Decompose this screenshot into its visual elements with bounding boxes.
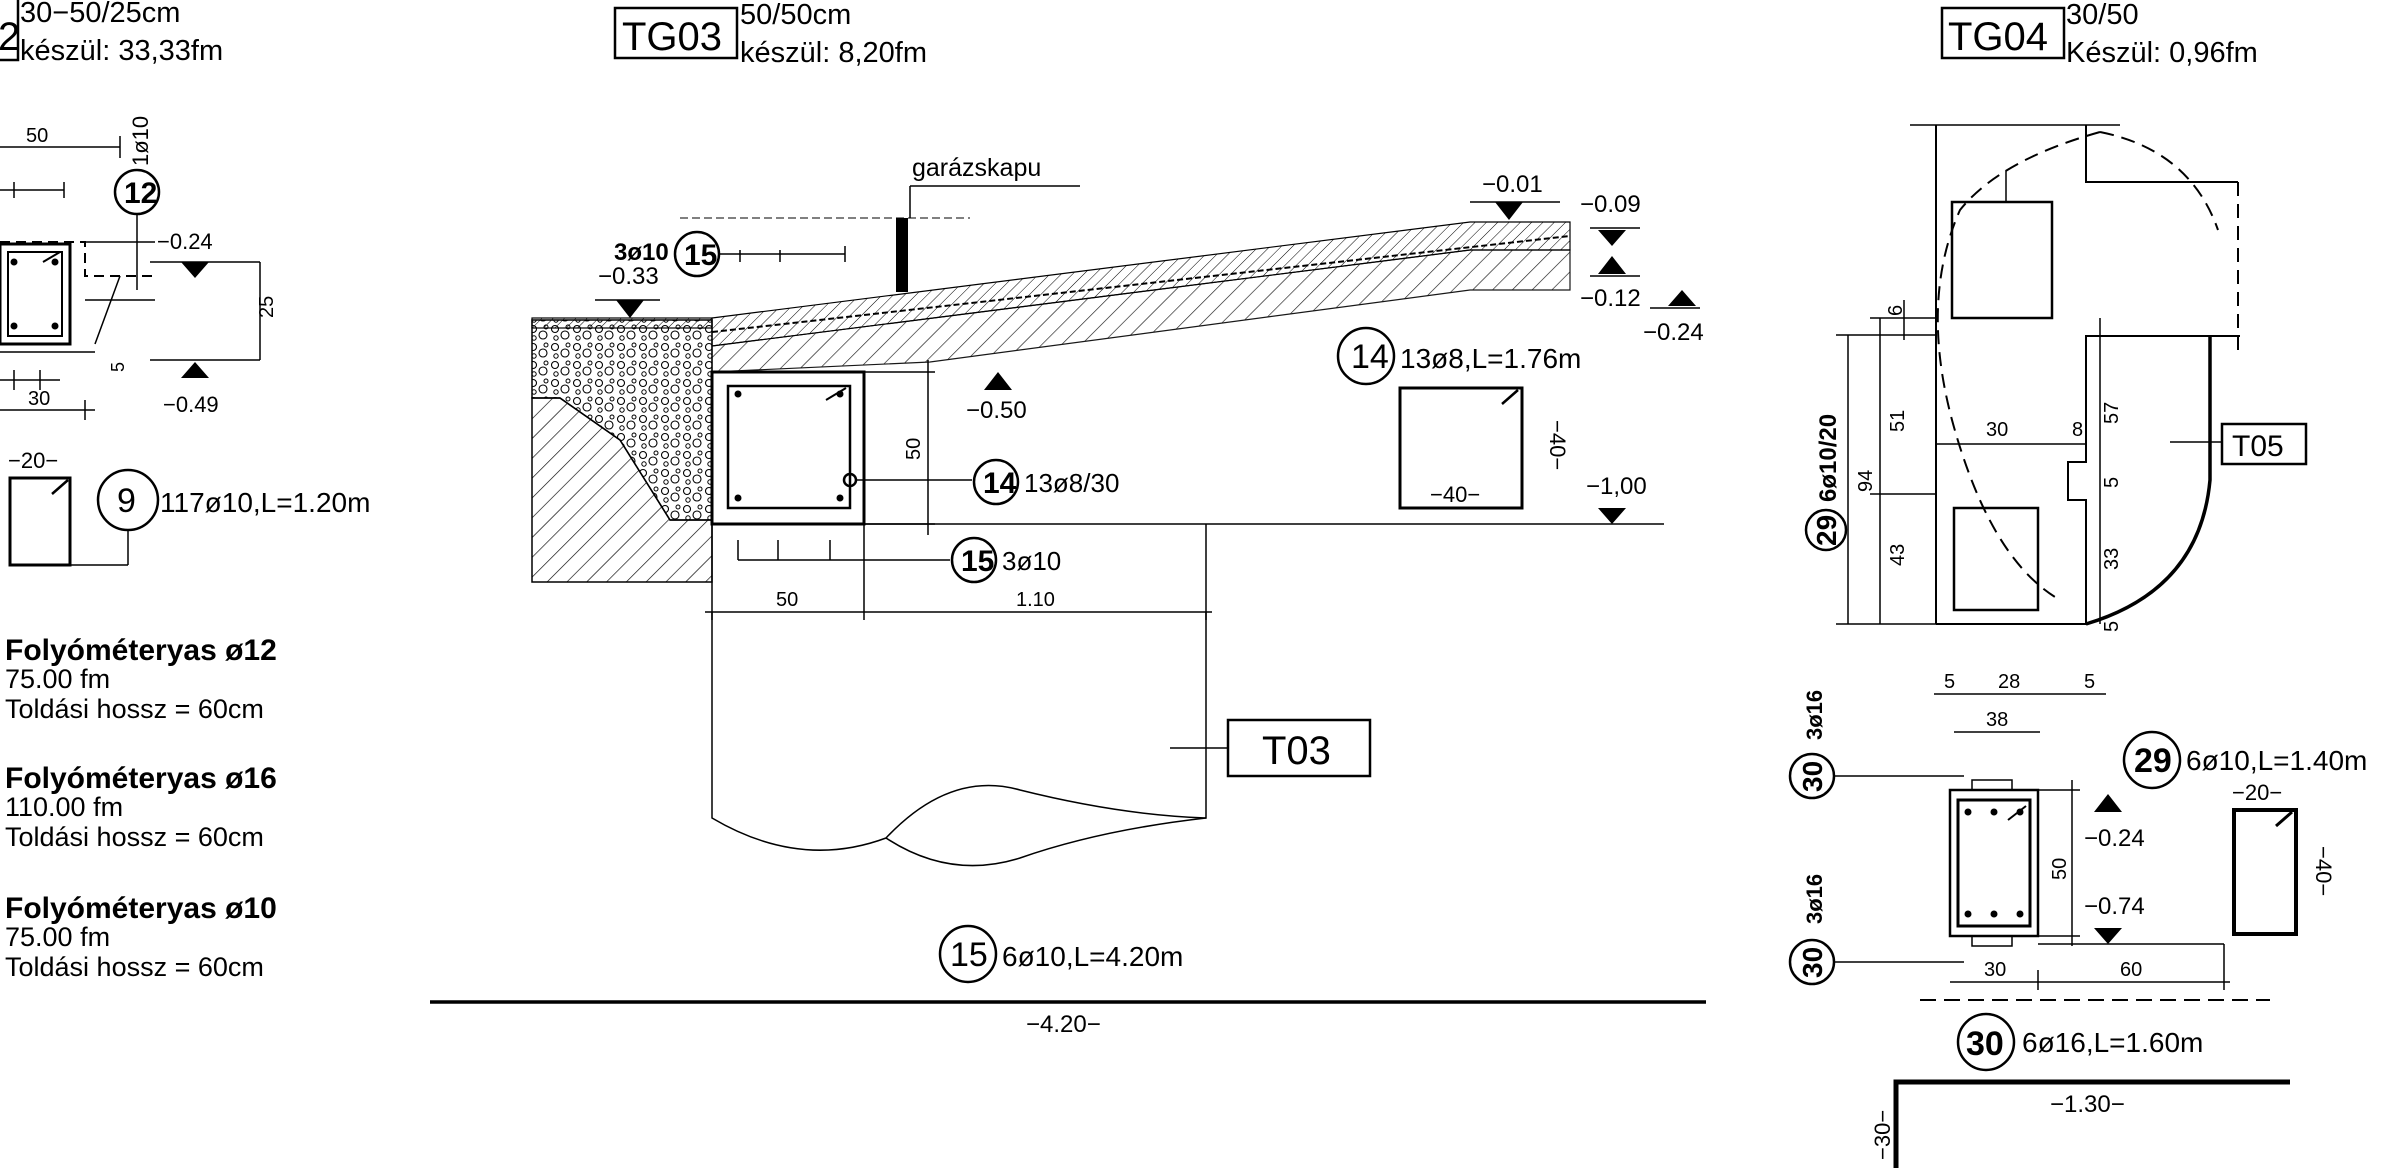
running-title-2: Folyóméteryas ø10 bbox=[5, 892, 277, 925]
bar12-spec: 1ø10 bbox=[128, 116, 153, 166]
tg03-level-m024: −0.24 bbox=[1643, 319, 1704, 346]
tg03-spec: 50/50cm bbox=[740, 0, 851, 31]
tg04-dim-60: 60 bbox=[2120, 959, 2142, 981]
tg04-t05-box bbox=[2220, 422, 2308, 466]
tg04-dim-30b: 30 bbox=[1984, 959, 2006, 981]
tg03-section: TG03 50/50cm készül: 8,20fm garázskapu 5… bbox=[430, 0, 1706, 1038]
left-made: készül: 33,33fm bbox=[20, 35, 223, 67]
bar9-num: 9 bbox=[117, 482, 136, 520]
tg03-bar15-bottom-spec: 3ø10 bbox=[1002, 546, 1061, 576]
tg04-dim-51: 51 bbox=[1887, 410, 1909, 432]
tg04-bar30-hook: −30− bbox=[1870, 1110, 1895, 1160]
tg03-tag-box bbox=[613, 6, 739, 60]
bar12-num: 12 bbox=[124, 177, 157, 210]
tg03-made: készül: 8,20fm bbox=[740, 37, 927, 69]
tg04-bar30-spec-b: 3ø16 bbox=[1802, 874, 1827, 924]
tg04-bar30-num-b: 30 bbox=[1797, 947, 1828, 978]
tg03-level-m001: −0.01 bbox=[1482, 171, 1543, 198]
tg04-bar30-shape-spec: 6ø16,L=1.60m bbox=[2022, 1027, 2203, 1058]
tg04-made: Készül: 0,96fm bbox=[2066, 37, 2258, 69]
tg04-dim-38: 38 bbox=[1986, 709, 2008, 731]
tg03-bar15-num-bottom: 15 bbox=[961, 545, 994, 578]
tg03-pile-tag: T03 bbox=[1262, 729, 1331, 773]
tg04-dim-43: 43 bbox=[1887, 544, 1909, 566]
tg04-tag: TG04 bbox=[1948, 15, 2048, 59]
tg03-beam-outline bbox=[710, 370, 866, 526]
left-dim-30: 30 bbox=[28, 388, 50, 410]
running-qty-1: 110.00 fm bbox=[5, 792, 123, 822]
tg03-gate-label: garázskapu bbox=[912, 154, 1041, 182]
left-dim-h: 25 bbox=[256, 296, 278, 318]
tg03-bar15-shape-spec: 6ø10,L=4.20m bbox=[1002, 941, 1183, 972]
left-title-box bbox=[0, 0, 20, 62]
tg04-dim-94: 94 bbox=[1855, 470, 1877, 492]
tg04-dim-57: 57 bbox=[2101, 402, 2123, 424]
left-dim-small: 5 bbox=[108, 362, 128, 372]
tg04-dim-bottom-2: 5 bbox=[2084, 671, 2095, 693]
running-lap-0: Toldási hossz = 60cm bbox=[5, 694, 264, 724]
tg03-level-m100: −1,00 bbox=[1586, 473, 1647, 500]
tg03-dim-110: 1.10 bbox=[1016, 589, 1055, 611]
tg04-bar29-num-side: 29 bbox=[1811, 515, 1842, 546]
tg04-bar29-num: 29 bbox=[2134, 742, 2172, 780]
running-lap-1: Toldási hossz = 60cm bbox=[5, 822, 264, 852]
tg04-bar30-spec-a: 3ø16 bbox=[1802, 690, 1827, 740]
running-title-1: Folyóméteryas ø16 bbox=[5, 762, 277, 795]
left-dim-top: 50 bbox=[26, 125, 48, 147]
tg04-level-m024: −0.24 bbox=[2084, 825, 2145, 852]
tg04-dim-8: 8 bbox=[2072, 419, 2083, 441]
tg04-dim-30: 30 bbox=[1986, 419, 2008, 441]
tg03-tag: TG03 bbox=[622, 15, 722, 59]
tg03-bar15-num-top: 15 bbox=[684, 239, 717, 272]
left-beam-section: 2 30−50/25cm készül: 33,33fm 50 12 1ø10 … bbox=[0, 0, 370, 982]
tg03-pile-box bbox=[1226, 718, 1372, 778]
tg03-bar14-side-spec: 13ø8/30 bbox=[1024, 468, 1119, 498]
left-title-tag: 2 bbox=[0, 15, 20, 59]
tg03-dim-50-v: 50 bbox=[903, 438, 925, 460]
tg04-section: TG04 30/50 Készül: 0,96fm T05 6 51 94 43 bbox=[1788, 0, 2367, 1168]
left-level-b: −0.49 bbox=[163, 392, 219, 417]
tg04-bar29-side-spec: 6ø10/20 bbox=[1815, 414, 1842, 502]
tg03-bar14-num-side: 14 bbox=[983, 467, 1017, 500]
tg04-stirrup-h: −40− bbox=[2311, 846, 2336, 896]
tg03-dim-50: 50 bbox=[776, 589, 798, 611]
tg03-level-m009: −0.09 bbox=[1580, 191, 1641, 218]
tg03-level-m012: −0.12 bbox=[1580, 285, 1641, 312]
tg03-bar15-top-qty: 3ø10 bbox=[614, 239, 669, 266]
tg04-tag-box bbox=[1940, 6, 2066, 60]
running-lap-2: Toldási hossz = 60cm bbox=[5, 952, 264, 982]
tg04-dim-5a: 5 bbox=[2101, 477, 2123, 488]
running-qty-0: 75.00 fm bbox=[5, 664, 110, 694]
tg03-stirrup-w: −40− bbox=[1430, 482, 1480, 507]
tg03-bar14-spec: 13ø8,L=1.76m bbox=[1400, 343, 1581, 374]
bar9-spec: 117ø10,L=1.20m bbox=[160, 487, 370, 518]
left-stirrup-w: −20− bbox=[8, 448, 58, 473]
tg04-stirrup-w: −20− bbox=[2232, 780, 2282, 805]
tg04-bar30-num-shape: 30 bbox=[1966, 1025, 2004, 1063]
tg03-stirrup-h: −40− bbox=[1545, 420, 1570, 470]
tg03-bar14-num: 14 bbox=[1351, 338, 1389, 376]
tg04-dim-bottom-0: 5 bbox=[1944, 671, 1955, 693]
running-title-0: Folyóméteryas ø12 bbox=[5, 634, 277, 667]
tg03-level-m050: −0.50 bbox=[966, 397, 1027, 424]
tg04-bar29-spec: 6ø10,L=1.40m bbox=[2186, 745, 2367, 776]
left-spec: 30−50/25cm bbox=[20, 0, 180, 29]
tg04-dim-6: 6 bbox=[1885, 305, 1907, 316]
running-qty-2: 75.00 fm bbox=[5, 922, 110, 952]
tg04-level-m074: −0.74 bbox=[2084, 893, 2145, 920]
tg04-spec: 30/50 bbox=[2066, 0, 2139, 31]
tg04-bar30-num-a: 30 bbox=[1797, 761, 1828, 792]
left-level-a: −0.24 bbox=[157, 229, 213, 254]
tg04-dim-5b: 5 bbox=[2101, 621, 2123, 632]
tg04-t05-tag: T05 bbox=[2232, 430, 2284, 463]
tg04-dim-bottom-1: 28 bbox=[1998, 671, 2020, 693]
tg04-dim-33: 33 bbox=[2101, 548, 2123, 570]
tg03-bar15-num-shape: 15 bbox=[950, 936, 988, 974]
tg03-level-m033: −0.33 bbox=[598, 263, 659, 290]
tg03-bar15-len: −4.20− bbox=[1026, 1011, 1101, 1038]
tg04-dim-50: 50 bbox=[2049, 858, 2071, 880]
tg04-bar30-len: −1.30− bbox=[2050, 1091, 2125, 1118]
running-list: Folyóméteryas ø12 75.00 fm Toldási hossz… bbox=[5, 634, 277, 982]
